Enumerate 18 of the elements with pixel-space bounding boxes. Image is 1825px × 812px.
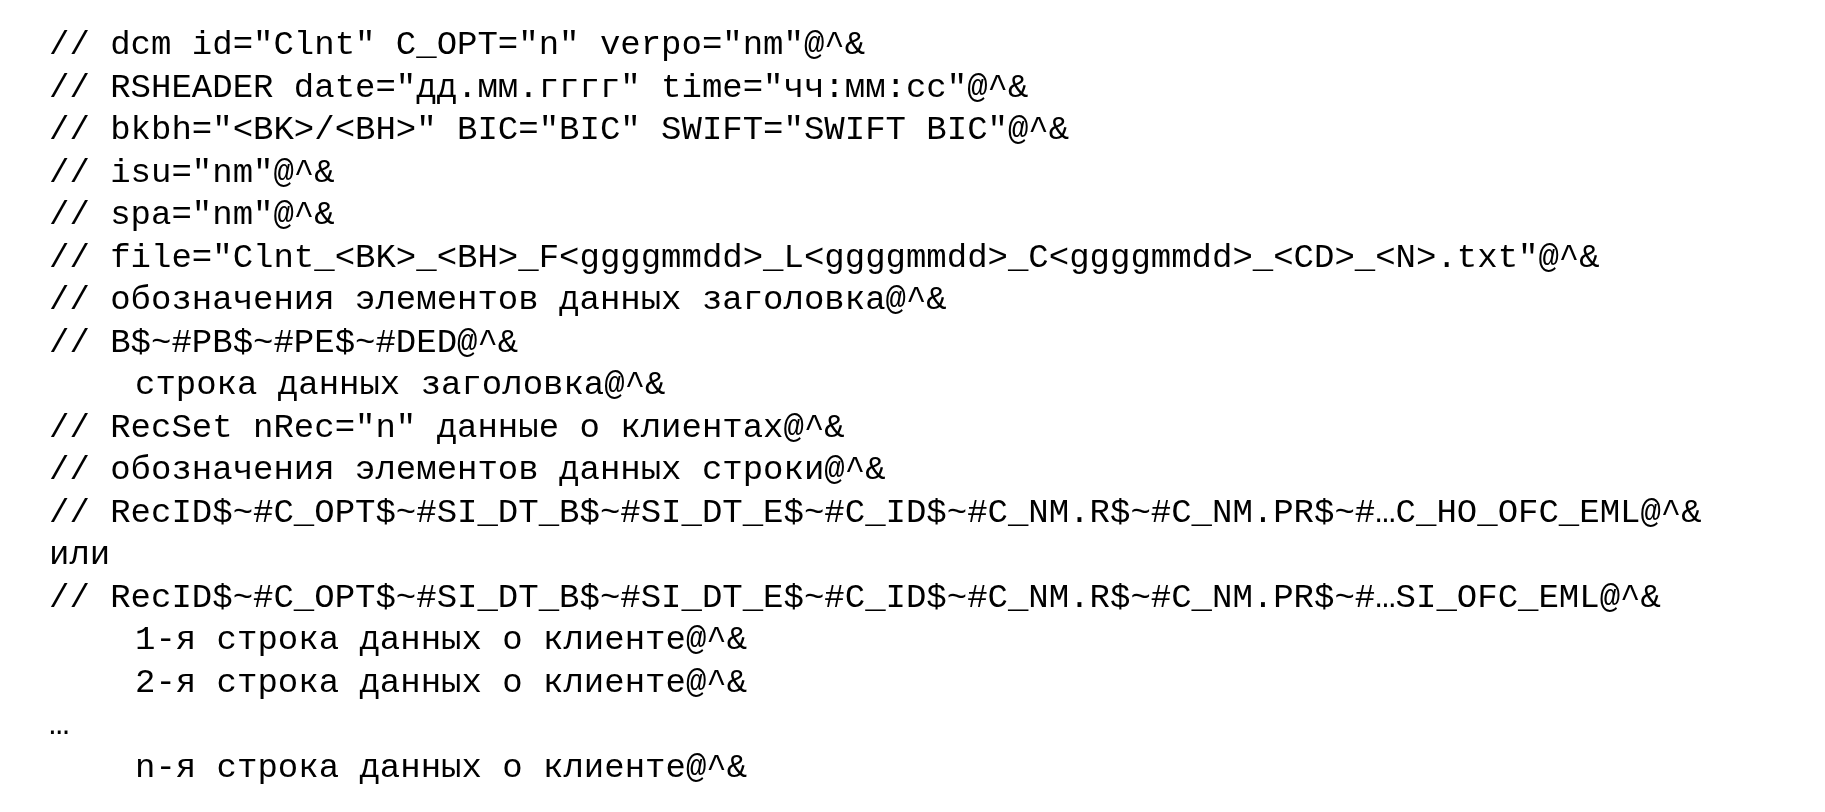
code-line: // isu="nm"@^& — [49, 152, 335, 194]
code-line: // dcm id="Clnt" C_OPT="n" verpo="nm"@^& — [49, 25, 866, 66]
code-line: строка данных заголовка@^& — [135, 365, 666, 406]
code-line: // RecID$~#C_OPT$~#SI_DT_B$~#SI_DT_E$~#C_ID$~#C_NM.R$~#C_NM.PR$~#…C_HO_OFC_EML@^& — [49, 492, 1702, 534]
code-line: или — [49, 535, 111, 576]
code-line: // bkbh="<BK>/<BH>" BIC="BIC" SWIFT="SWIFT BIC"@^& — [49, 110, 1070, 151]
code-line: // file="Clnt_<BK>_<BH>_F<ggggmmdd>_L<ggggmmdd>_C<ggggmmdd>_<CD>_<N>.txt"@^& — [49, 237, 1600, 279]
code-line: // B$~#PB$~#PE$~#DED@^& — [49, 322, 519, 364]
code-line: // RecID$~#C_OPT$~#SI_DT_B$~#SI_DT_E$~#C_ID$~#C_NM.R$~#C_NM.PR$~#…SI_OFC_EML@^& — [49, 577, 1661, 619]
code-line: // spa="nm"@^& — [49, 195, 335, 236]
code-line: // обозначения элементов данных заголовка@^& — [49, 280, 947, 321]
code-line: // обозначения элементов данных строки@^& — [49, 450, 886, 491]
code-line: 1-я строка данных о клиенте@^& — [135, 620, 748, 661]
code-line: 2-я строка данных о клиенте@^& — [135, 662, 748, 704]
code-line: // RecSet nRec="n" данные о клиентах@^& — [49, 407, 845, 449]
code-line: // RSHEADER date="дд.мм.гггг" time="чч:мм:сс"@^& — [49, 67, 1029, 109]
code-line: n-я строка данных о клиенте@^& — [135, 747, 748, 789]
code-line: … — [49, 705, 70, 746]
